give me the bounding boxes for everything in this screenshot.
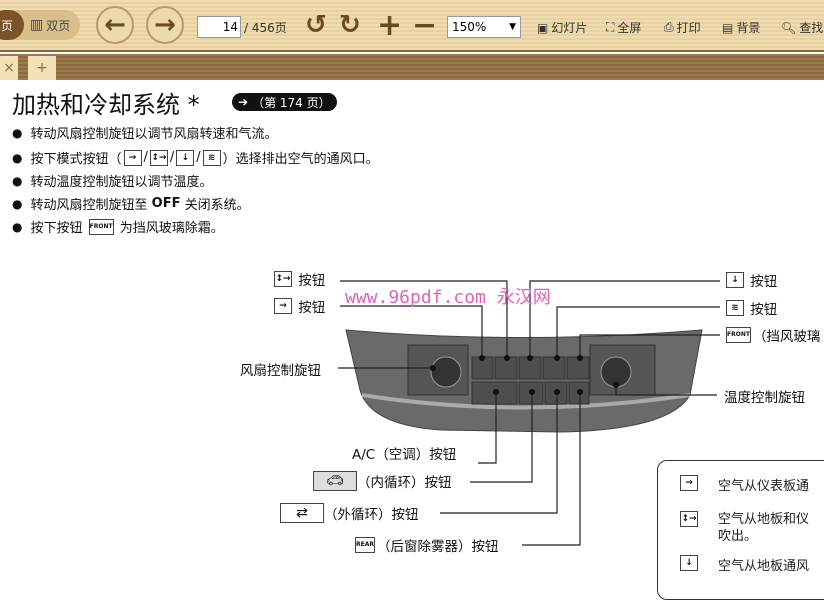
legend-item: →空气从仪表板通 [678,475,809,494]
fullscreen-icon: ⛶ [606,20,615,34]
fan-knob-label: 风扇控制旋钮 [240,363,321,379]
bullet-1: 转动风扇控制旋钮以调节风扇转速和气流。 [12,123,277,142]
view-mode-group: 页 ▥双页 [0,10,80,40]
double-page-icon: ▥ [30,17,44,33]
printer-icon: ⎙ [664,20,674,34]
recirculation-icon: 🚗︎ [313,471,357,491]
floor-vent-icon: ↓ [680,555,698,571]
minus-icon: − [412,8,438,43]
front-defrost-icon: FRONT [726,327,751,343]
temp-knob-label: 温度控制旋钮 [724,390,805,406]
next-page-button[interactable]: → [146,6,184,44]
page-reference-link[interactable]: ➔（第 174 页） [232,93,337,111]
vent-mode-legend: →空气从仪表板通 ↕→空气从地板和仪吹出。 ↓空气从地板通风 [657,460,824,600]
rear-defrost-button-label: REAR（后窗除雾器）按钮 [355,537,499,555]
background-icon: ▤ [722,20,734,35]
rotate-left-icon: ↺ [305,10,327,40]
arrow-right-icon: → [154,10,176,40]
close-tab-button[interactable]: × [0,56,18,80]
floor-defrost-button-label: ≋ 按钮 [724,298,777,318]
floor-vent-icon: ↓ [726,272,744,288]
single-page-button[interactable]: 页 [0,10,24,40]
leader-lines [338,280,720,546]
bullet-3: 转动温度控制旋钮以调节温度。 [12,171,212,190]
leader-dots [430,355,619,395]
new-tab-button[interactable]: + [28,56,56,80]
double-page-button[interactable]: ▥双页 [30,17,71,33]
legend-item: ↕→空气从地板和仪吹出。 [680,511,810,544]
zoom-out-button[interactable]: − [412,8,437,43]
plus-icon: + [377,8,403,43]
toolbar: 页 ▥双页 ← → 14 / 456页 ↺ ↻ + − 150%▼ ▣幻灯片 ⛶… [0,0,824,52]
watermark: www.96pdf.com 永汉网 [345,287,551,308]
page-title: 加热和冷却系统 * [12,91,200,119]
bullet-4: 转动风扇控制旋钮至 OFF 关闭系统。 [12,194,249,213]
arrow-right-icon: ➔ [238,95,249,109]
fan-knob [430,356,462,388]
floor-dash-vent-icon: ↕→ [274,271,292,287]
fullscreen-button[interactable]: ⛶全屏 [606,20,642,35]
rotate-right-button[interactable]: ↻ [339,10,361,40]
front-defrost-label: FRONT（挡风玻璃 [726,327,821,345]
find-button[interactable]: 🔍︎查找 [781,20,824,36]
zoom-select[interactable]: 150%▼ [447,16,521,38]
search-icon: 🔍︎ [781,20,797,35]
fresh-air-button-label: ⇄（外循环）按钮 [280,503,419,523]
print-button[interactable]: ⎙打印 [664,20,701,35]
zoom-in-button[interactable]: + [377,8,402,43]
ac-button-label: A/C（空调）按钮 [352,447,457,463]
floor-button-label: ↓ 按钮 [724,270,777,290]
arrow-left-icon: ← [104,10,126,40]
bullet-2: 按下模式按钮（→/↕→/↓/≋）选择排出空气的通风口。 [12,148,379,167]
prev-page-button[interactable]: ← [96,6,134,44]
floor-defrost-icon: ≋ [726,300,744,316]
floor-dash-vent-icon: ↕→ [149,149,168,166]
front-defrost-icon: FRONT [88,218,114,235]
slideshow-button[interactable]: ▣幻灯片 [537,20,588,36]
dash-vent-icon: → [274,298,292,314]
floor-vent-icon: ↓ [176,149,195,166]
tab-bar: × + [0,54,824,80]
page-total: / 456页 [244,21,287,35]
background-button[interactable]: ▤背景 [722,20,761,36]
legend-item: ↓空气从地板通风 [678,555,809,574]
climate-panel-diagram [338,280,720,546]
dash-vent-icon: → [123,149,142,166]
panel-trim [361,393,691,410]
bullet-5: 按下按钮 FRONT 为挡风玻璃除霜。 [12,217,224,236]
page-number-input[interactable]: 14 [197,16,241,38]
dash-vent-icon: → [680,475,698,491]
dash-button-label: → 按钮 [272,296,325,316]
recirc-button-label: 🚗︎（内循环）按钮 [313,471,452,491]
rear-defrost-icon: REAR [355,537,375,553]
floor-dash-vent-icon: ↕→ [680,511,698,527]
fresh-air-icon: ⇄ [280,503,324,523]
floor-defrost-icon: ≋ [202,149,221,166]
slideshow-icon: ▣ [537,20,549,35]
rotate-right-icon: ↻ [339,10,361,40]
floor-dash-button-label: ↕→ 按钮 [274,271,326,289]
chevron-down-icon: ▼ [509,22,516,32]
rotate-left-button[interactable]: ↺ [305,10,327,40]
